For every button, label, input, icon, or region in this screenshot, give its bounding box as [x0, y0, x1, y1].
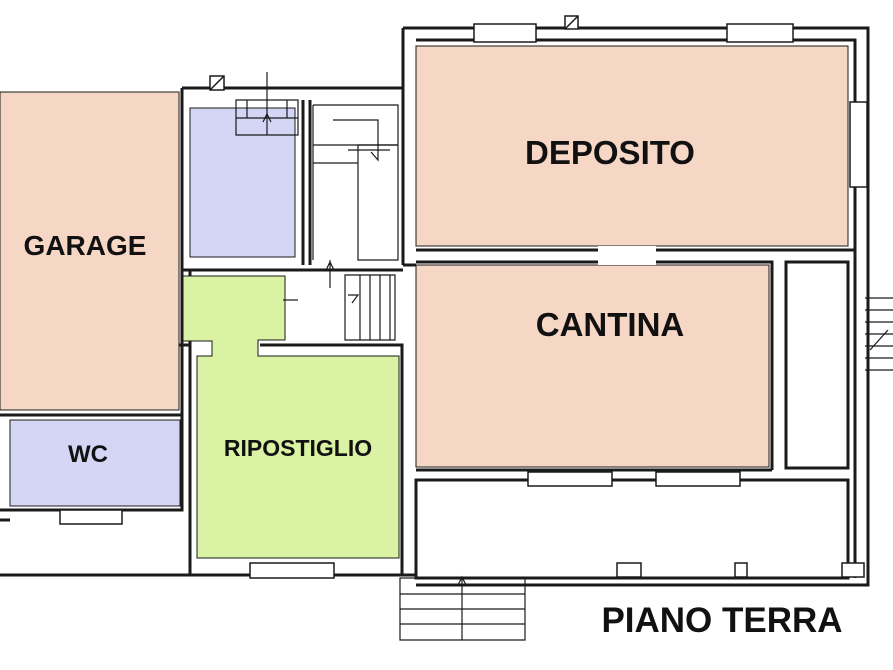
room-deposito	[415, 45, 849, 247]
room-ripostiglio	[182, 275, 400, 559]
vent-icons	[209, 15, 579, 91]
partition-wall	[416, 248, 855, 472]
label-cantina: CANTINA	[536, 306, 684, 343]
windows	[59, 23, 868, 579]
room-garage	[0, 91, 180, 411]
room-cantina	[415, 264, 770, 468]
stairs-center	[283, 104, 399, 341]
label-garage: GARAGE	[24, 230, 147, 261]
stairs-upper-left	[235, 72, 299, 136]
room-wc	[9, 419, 181, 507]
label-ripostiglio: RIPOSTIGLIO	[224, 435, 372, 461]
label-wc: WC	[68, 441, 108, 468]
stairs-entrance	[399, 575, 526, 641]
label-deposito: DEPOSITO	[525, 134, 695, 171]
room-bath-upper	[189, 107, 296, 258]
doorway-deposito-cantina	[598, 246, 656, 265]
stairs-right	[865, 297, 893, 371]
plan-caption: PIANO TERRA	[601, 601, 842, 640]
